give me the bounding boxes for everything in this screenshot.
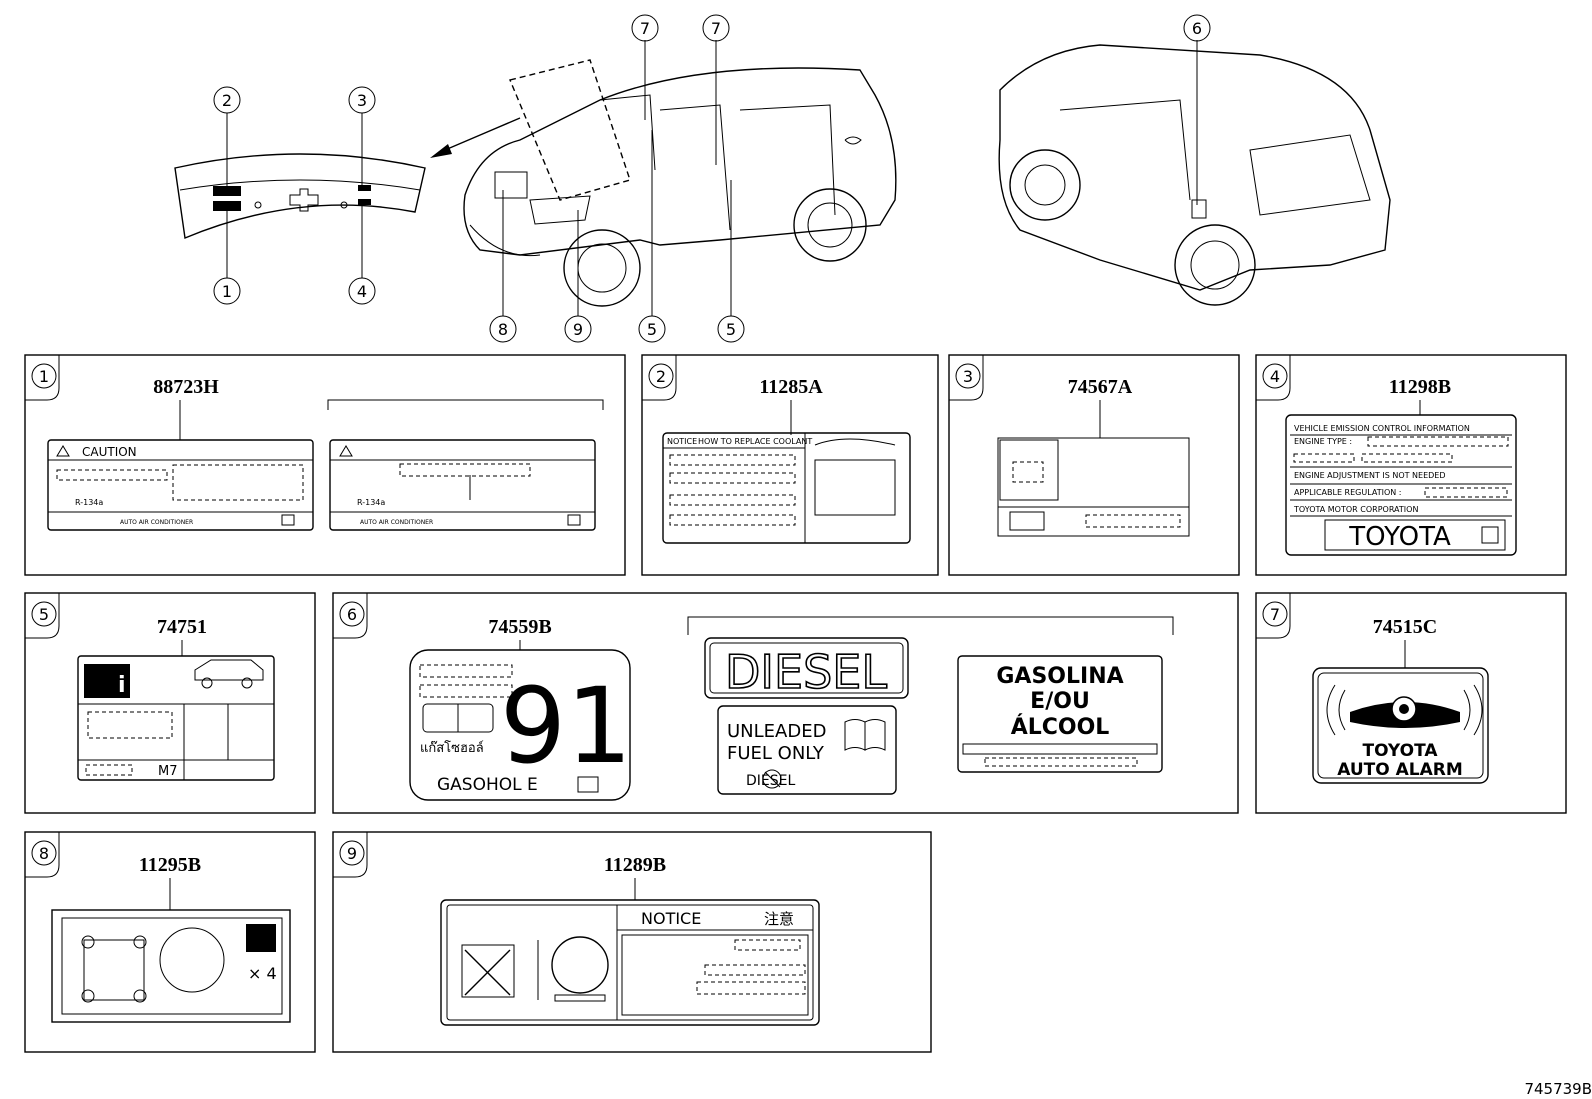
panel-6-gasohol: GASOHOL E <box>437 775 538 795</box>
panel-4-number: 4 <box>1270 367 1280 386</box>
panel-6-unleaded-1: UNLEADED <box>727 721 826 742</box>
panel-2-part-number: 11285A <box>759 376 823 398</box>
panel-9-part-number: 11289B <box>604 854 666 876</box>
panel-6-gas-2: E/OU <box>1030 689 1090 714</box>
panel-7-number: 7 <box>1270 605 1280 624</box>
callout-7b: 7 <box>702 14 730 165</box>
panel-4-line2: ENGINE TYPE : <box>1294 437 1352 446</box>
front-vehicle-illustration <box>463 59 897 307</box>
panel-4-line3: ENGINE ADJUSTMENT IS NOT NEEDED <box>1294 471 1446 480</box>
callout-8-label: 8 <box>498 320 508 339</box>
panel-8-times: × 4 <box>248 964 277 983</box>
panel-6-number: 6 <box>347 605 357 624</box>
panel-2: 2 11285A NOTICE HOW TO REPLACE COOLANT <box>641 354 939 576</box>
panel-9: 9 11289B NOTICE 注意 <box>332 831 932 1053</box>
panel-4-line5: TOYOTA MOTOR CORPORATION <box>1293 505 1418 514</box>
panel-3: 3 74567A <box>948 354 1240 576</box>
panel-9-notice-jp: 注意 <box>764 910 794 928</box>
panel-1-part-number: 88723H <box>153 376 219 398</box>
panel-6-gas-1: GASOLINA <box>996 664 1123 689</box>
panel-1-refrigerant-b: R-134a <box>357 498 385 507</box>
panel-6-unleaded-2: FUEL ONLY <box>727 743 825 764</box>
panel-7-alarm-1: TOYOTA <box>1362 741 1438 761</box>
callout-7a: 7 <box>631 14 659 120</box>
panel-3-number: 3 <box>963 367 973 386</box>
panel-4-line4: APPLICABLE REGULATION : <box>1294 488 1401 497</box>
panel-7-alarm-2: AUTO ALARM <box>1337 760 1463 780</box>
panel-2-number: 2 <box>656 367 666 386</box>
panel-6: 6 74559B 91 แก๊สโซฮอล์ GASOHOL E DIESEL … <box>332 592 1239 814</box>
callout-5b-label: 5 <box>726 320 736 339</box>
panel-6-gas-3: ÁLCOOL <box>1011 714 1110 740</box>
panel-7-part-number: 74515C <box>1373 616 1437 638</box>
panel-4-part-number: 11298B <box>1389 376 1451 398</box>
trunk-lid-detail <box>174 117 521 239</box>
callout-1: 1 <box>213 211 241 305</box>
panel-1-smalltext-a: AUTO AIR CONDITIONER <box>120 519 193 526</box>
callout-9: 9 <box>564 210 592 343</box>
panel-9-notice: NOTICE <box>641 909 701 928</box>
panel-1-refrigerant-a: R-134a <box>75 498 103 507</box>
panel-5-part-number: 74751 <box>157 616 207 638</box>
panel-1: 1 88723H CAUTION R-134a AUTO AIR CONDITI… <box>24 354 626 576</box>
callout-2-label: 2 <box>222 91 232 110</box>
warning-icon <box>246 924 276 952</box>
callout-3-label: 3 <box>357 91 367 110</box>
callout-7a-label: 7 <box>640 19 650 38</box>
panel-2-notice: NOTICE <box>667 437 697 446</box>
panel-9-number: 9 <box>347 844 357 863</box>
panel-7: 7 74515C TOYOTA AUTO ALARM <box>1255 592 1567 814</box>
panel-5-code: M7 <box>158 764 178 779</box>
panel-6-octane: 91 <box>500 665 632 787</box>
panel-2-how: HOW TO REPLACE COOLANT <box>698 437 812 446</box>
panel-5-number: 5 <box>39 605 49 624</box>
callout-8: 8 <box>489 190 517 343</box>
panel-8-number: 8 <box>39 844 49 863</box>
panel-6-diesel-small: DIESEL <box>746 773 795 789</box>
figure-id: 745739B <box>1524 1080 1592 1098</box>
panel-4: 4 11298B VEHICLE EMISSION CONTROL INFORM… <box>1255 354 1567 576</box>
panel-4-brand: TOYOTA <box>1348 522 1451 552</box>
manual-info-icon <box>84 664 130 698</box>
callout-9-label: 9 <box>573 320 583 339</box>
panel-6-part-number: 74559B <box>488 616 551 638</box>
rear-vehicle-illustration <box>998 44 1391 306</box>
callout-2: 2 <box>213 86 241 186</box>
panel-5: 5 74751 i M7 <box>24 592 316 814</box>
panel-1-number: 1 <box>39 367 49 386</box>
callout-4-label: 4 <box>357 282 367 301</box>
callout-5b: 5 <box>717 180 745 343</box>
callout-1-label: 1 <box>222 282 232 301</box>
callout-5a-label: 5 <box>647 320 657 339</box>
callout-7b-label: 7 <box>711 19 721 38</box>
panel-3-part-number: 74567A <box>1068 376 1133 398</box>
callout-3: 3 <box>348 86 376 185</box>
callout-6-label: 6 <box>1192 19 1202 38</box>
callout-6: 6 <box>1183 14 1211 205</box>
panel-1-smalltext-b: AUTO AIR CONDITIONER <box>360 519 433 526</box>
panel-8: 8 11295B × 4 <box>24 831 316 1053</box>
panel-1-caution: CAUTION <box>82 445 137 459</box>
callout-4: 4 <box>348 205 376 305</box>
panel-4-line1: VEHICLE EMISSION CONTROL INFORMATION <box>1294 424 1470 433</box>
callout-5a: 5 <box>638 130 666 343</box>
panel-6-thai: แก๊สโซฮอล์ <box>420 740 484 756</box>
panel-8-part-number: 11295B <box>139 854 201 876</box>
svg-text:i: i <box>118 673 126 698</box>
panel-6-diesel: DIESEL <box>725 645 887 699</box>
